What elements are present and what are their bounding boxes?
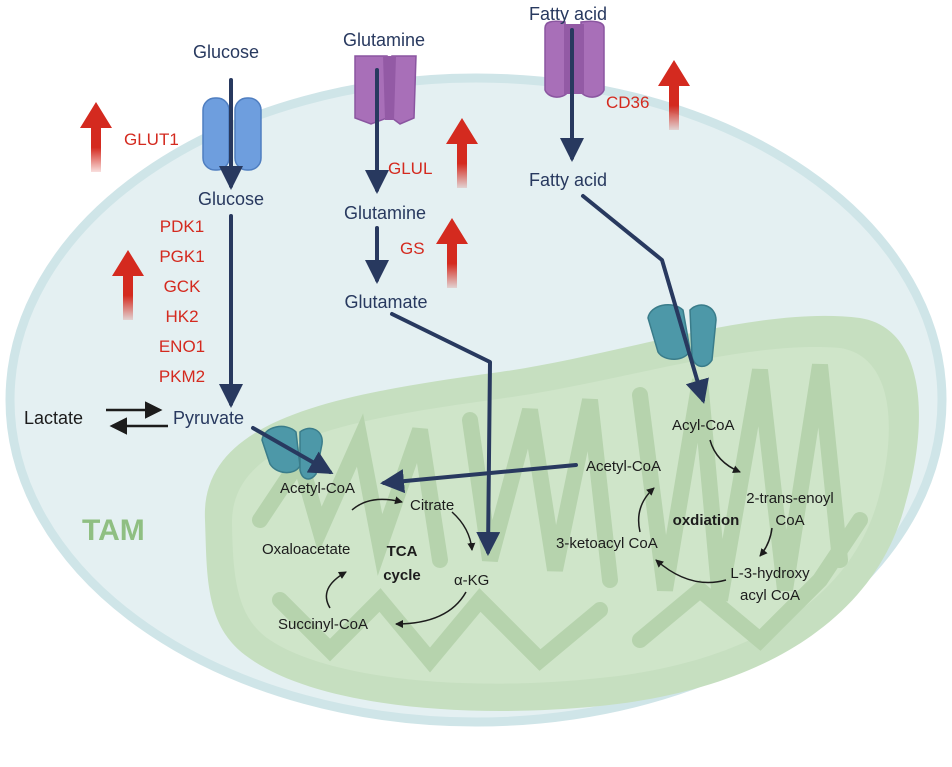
tca-acetyl-coa-label: Acetyl-CoA <box>280 480 355 497</box>
trans-enoyl-coa-label: 2-trans-enoyl <box>746 490 834 507</box>
glutamine-inside-label: Glutamine <box>344 203 426 223</box>
glutamine-outside-label: Glutamine <box>343 30 425 50</box>
succinyl-coa-label: Succinyl-CoA <box>278 616 368 633</box>
acyl-coa-label: Acyl-CoA <box>672 417 735 434</box>
enzyme-label: ENO1 <box>159 337 205 356</box>
glucose-inside-label: Glucose <box>198 189 264 209</box>
glutamate-label: Glutamate <box>344 292 427 312</box>
tca-cycle-arrows <box>325 496 476 628</box>
red-up-arrow-icon <box>80 102 112 172</box>
fatty-acid-outside-label: Fatty acid <box>529 4 607 24</box>
glycolysis-enzyme-list: PDK1 PGK1 GCK HK2 ENO1 PKM2 <box>159 217 205 386</box>
glul-label: GLUL <box>388 159 432 178</box>
tca-center-label: TCA <box>387 543 418 560</box>
pyruvate-label: Pyruvate <box>173 408 244 428</box>
enzyme-label: GCK <box>164 277 202 296</box>
lactate-label: Lactate <box>24 408 83 428</box>
gs-label: GS <box>400 239 425 258</box>
cd36-label: CD36 <box>606 93 649 112</box>
hydroxy-acyl-coa-label: acyl CoA <box>740 587 800 604</box>
cd36-transporter-icon <box>544 20 605 98</box>
tam-label: TAM <box>82 514 145 547</box>
glut1-label: GLUT1 <box>124 130 179 149</box>
oxaloacetate-label: Oxaloacetate <box>262 541 350 558</box>
flux-arrows <box>219 28 709 556</box>
trans-enoyl-coa-label: CoA <box>775 512 804 529</box>
enzyme-label: PGK1 <box>159 247 204 266</box>
fao-acetyl-coa-label: Acetyl-CoA <box>586 458 661 475</box>
enzyme-label: PKM2 <box>159 367 205 386</box>
citrate-label: Citrate <box>410 497 454 514</box>
glutamine-transporter-icon <box>354 55 417 125</box>
mitochondrion <box>204 315 919 711</box>
enzyme-label: HK2 <box>165 307 198 326</box>
lactate-pyruvate-equilibrium-arrows <box>106 401 168 435</box>
enzyme-label: PDK1 <box>160 217 204 236</box>
fatty-acid-inside-label: Fatty acid <box>529 170 607 190</box>
glucose-outside-label: Glucose <box>193 42 259 62</box>
hydroxy-acyl-coa-label: L-3-hydroxy <box>730 565 810 582</box>
alpha-kg-label: α-KG <box>454 572 489 589</box>
ketoacyl-coa-label: 3-ketoacyl CoA <box>556 535 658 552</box>
fao-center-label: oxdiation <box>673 512 740 529</box>
fao-cycle-arrows <box>637 439 773 584</box>
tca-center-label: cycle <box>383 567 421 584</box>
